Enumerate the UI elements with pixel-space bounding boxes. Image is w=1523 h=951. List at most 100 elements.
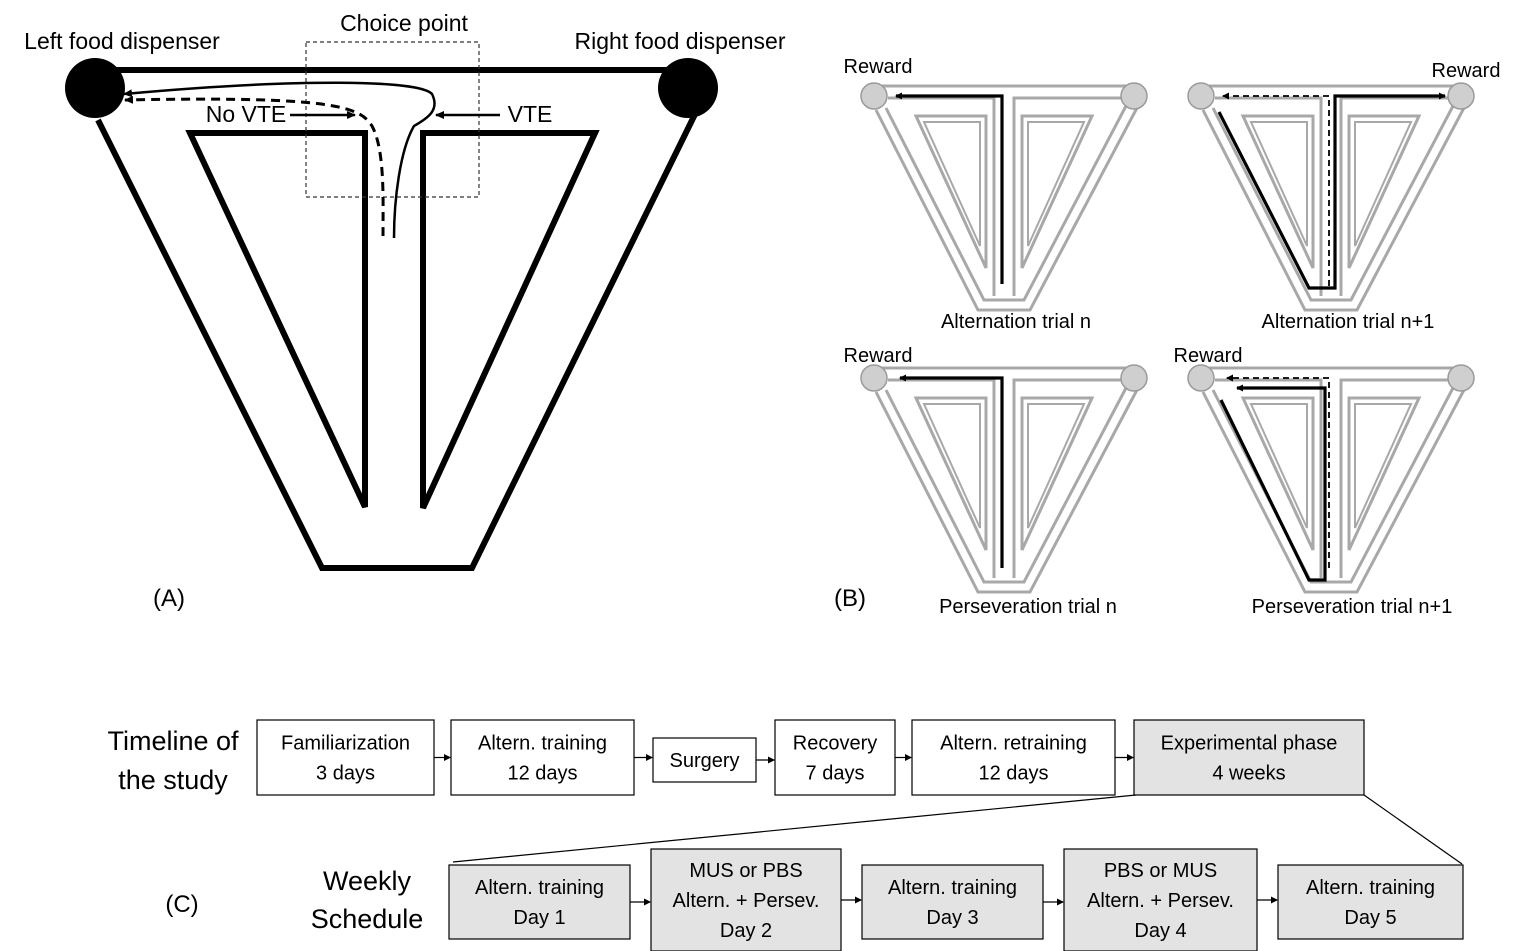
timeline-box-text: 3 days <box>316 763 375 785</box>
weekly-box-text: MUS or PBS <box>689 860 802 882</box>
mini-maze-right-triangle <box>1020 114 1095 269</box>
mini-left-dispenser <box>1187 364 1215 392</box>
timeline-box-3: Surgery <box>652 737 757 783</box>
mini-left-dispenser <box>860 364 888 392</box>
timeline-box-frame <box>911 719 1116 796</box>
route-dashed <box>1222 92 1330 286</box>
mini-maze-caption: Alternation trial n+1 <box>1262 311 1435 333</box>
zoom-connector-left <box>452 794 1137 863</box>
no-vte-path <box>124 95 385 237</box>
timeline-box-text: Familiarization <box>281 733 410 755</box>
timeline-box-1: Familiarization 3 days <box>256 719 435 796</box>
mini-maze-outer-wall-inner <box>884 387 1128 584</box>
timeline-box-text: Altern. training <box>478 733 607 755</box>
timeline-box-frame <box>450 719 635 796</box>
mini-maze-right-triangle-inner <box>1354 403 1413 529</box>
mini-maze-left-triangle-inner <box>922 403 981 529</box>
mini-maze-right-triangle-inner <box>1354 121 1413 247</box>
mini-maze-4: Perseveration trial n+1 Reward <box>1174 345 1475 618</box>
mini-maze-caption: Perseveration trial n <box>939 596 1117 618</box>
mini-maze-corridor-right <box>1339 378 1451 578</box>
mini-maze-left-triangle-inner <box>1249 403 1308 529</box>
mini-right-dispenser <box>1120 364 1148 392</box>
vte-label: VTE <box>508 101 553 127</box>
mini-maze-corridor-right <box>1339 96 1451 296</box>
timeline-box-text: 7 days <box>806 763 865 785</box>
timeline-box-2: Altern. training 12 days <box>450 719 635 796</box>
route-solid <box>1217 92 1446 290</box>
mini-right-dispenser <box>1120 82 1148 110</box>
weekly-label-line-1: Weekly <box>323 866 412 896</box>
weekly-box-text: Altern. training <box>888 877 1017 899</box>
reward-label: Reward <box>844 56 913 78</box>
panel-a: Choice point Left food dispenser Right f… <box>24 10 786 612</box>
mini-maze-left-triangle <box>913 114 988 269</box>
zoom-connector-right <box>1363 794 1463 865</box>
panel-b-label: (B) <box>834 585 866 612</box>
timeline-box-text: Recovery <box>793 733 877 755</box>
weekly-box-text: Altern. training <box>1306 877 1435 899</box>
timeline-box-frame <box>652 737 757 783</box>
left-food-dispenser <box>65 58 125 118</box>
timeline-box-text: 4 weeks <box>1212 763 1285 785</box>
timeline-box-text: Altern. retraining <box>940 733 1087 755</box>
mini-maze-outer-wall <box>874 387 1140 594</box>
mini-maze-outer-wall <box>1201 387 1467 594</box>
mini-maze-corridor-left <box>1215 378 1323 578</box>
mini-maze-left-triangle-inner <box>1249 121 1308 247</box>
mini-maze-corridor-left <box>1215 96 1323 296</box>
mini-maze-right-triangle <box>1347 114 1422 269</box>
left-dispenser-label: Left food dispenser <box>24 28 220 54</box>
mini-maze-corridor-right <box>1012 378 1124 578</box>
route-solid <box>1219 384 1327 582</box>
timeline-box-text: Surgery <box>669 750 739 772</box>
mini-left-dispenser <box>1187 82 1215 110</box>
mini-maze-right-triangle-inner <box>1027 403 1086 529</box>
mini-maze-left-triangle-inner <box>922 121 981 247</box>
mini-maze-2: Alternation trial n+1 Reward <box>1187 60 1501 333</box>
big-maze <box>95 67 705 571</box>
maze-right-inner-triangle <box>420 130 600 510</box>
mini-right-dispenser <box>1447 364 1475 392</box>
timeline-box-text: 12 days <box>507 763 577 785</box>
weekly-box-text: Altern. training <box>475 877 604 899</box>
panel-c: Timeline of the study Weekly Schedule (C… <box>107 719 1464 951</box>
timeline-box-text: 12 days <box>978 763 1048 785</box>
maze-outer-wall <box>95 98 705 571</box>
mini-maze-outer-wall-inner <box>884 105 1128 302</box>
weekly-box-frame <box>1277 864 1464 940</box>
weekly-label-line-2: Schedule <box>311 904 424 934</box>
panel-c-label: (C) <box>165 891 198 918</box>
timeline-box-frame <box>1133 719 1365 796</box>
route-dashed <box>1226 374 1330 568</box>
mini-maze-right-triangle <box>1347 396 1422 551</box>
vte-path <box>123 81 436 239</box>
weekly-box-text: PBS or MUS <box>1104 860 1217 882</box>
mini-maze-outer-wall <box>874 105 1140 312</box>
right-food-dispenser <box>658 58 718 118</box>
reward-label: Reward <box>1174 345 1243 367</box>
mini-maze-left-triangle <box>1240 114 1315 269</box>
timeline-label-line-2: the study <box>118 765 228 795</box>
mini-maze-outer-wall-inner <box>1211 105 1455 302</box>
choice-point-label: Choice point <box>340 10 468 36</box>
weekly-box-text: Altern. + Persev. <box>1087 890 1234 912</box>
weekly-box-frame <box>1063 848 1258 951</box>
mini-maze-corridor-left <box>888 378 996 578</box>
mini-maze-right-triangle-inner <box>1027 121 1086 247</box>
mini-maze-outer-wall <box>1201 105 1467 312</box>
reward-label: Reward <box>1432 60 1501 82</box>
mini-left-dispenser <box>860 82 888 110</box>
mini-maze-corridor-left <box>888 96 996 296</box>
mini-maze-caption: Perseveration trial n+1 <box>1252 596 1453 618</box>
mini-maze-corridor-right <box>1012 96 1124 296</box>
